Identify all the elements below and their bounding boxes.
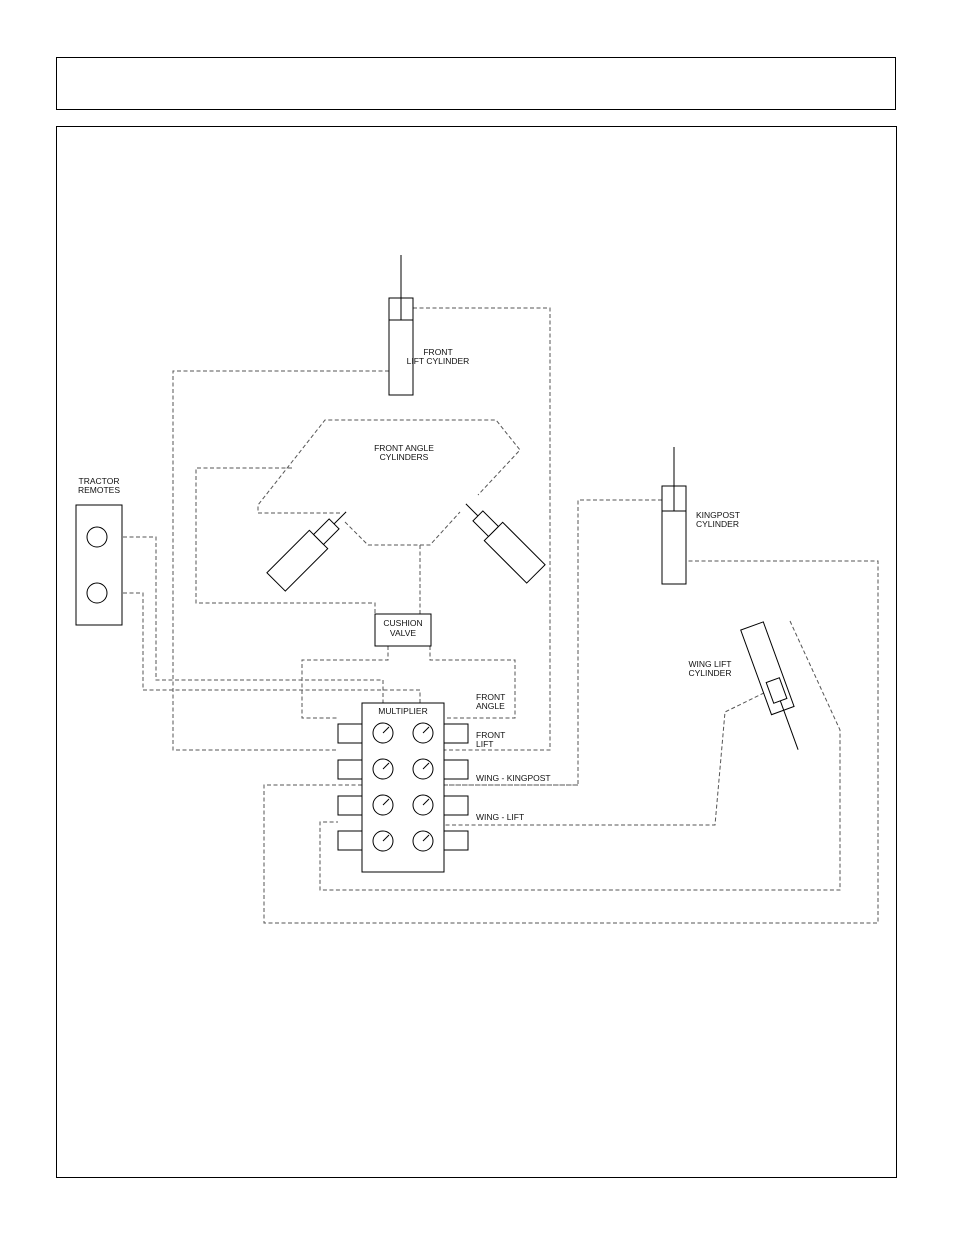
hose-kingpost-a [264, 500, 878, 923]
front-angle-cylinder-left [267, 503, 355, 591]
hoses [110, 308, 878, 923]
remote-port-1 [87, 527, 107, 547]
label-cushion-line1: CUSHION [383, 618, 422, 628]
kingpost-cylinder [662, 447, 686, 584]
label-front-angle-line2: ANGLE [476, 701, 505, 711]
multiplier [338, 703, 468, 872]
front-lift-cylinder [389, 255, 413, 395]
front-angle-cylinder-right [457, 495, 545, 583]
hose-angle-left [196, 468, 375, 614]
label-kingpost-line2: CYLINDER [696, 519, 739, 529]
label-cushion-line2: VALVE [390, 628, 416, 638]
label-front-angle-cyl-line2: CYLINDERS [380, 452, 429, 462]
label-wing-lift: WING - LIFT [476, 812, 524, 822]
hose-angle-rod [345, 512, 460, 545]
label-tractor-remotes-line2: REMOTES [78, 485, 120, 495]
tractor-remotes [76, 505, 122, 625]
wing-lift-cylinder [741, 622, 809, 754]
tractor-remotes-box [76, 505, 122, 625]
remote-port-2 [87, 583, 107, 603]
label-front-lift-port-line2: LIFT [476, 739, 493, 749]
hose-angle-outer [258, 420, 520, 513]
hose-remote-1 [110, 537, 383, 705]
label-wing-kingpost: WING - KINGPOST [476, 773, 551, 783]
label-wing-lift-cyl-line2: CYLINDER [689, 668, 732, 678]
label-front-lift-line2: LIFT CYLINDER [407, 356, 470, 366]
label-multiplier: MULTIPLIER [378, 706, 427, 716]
